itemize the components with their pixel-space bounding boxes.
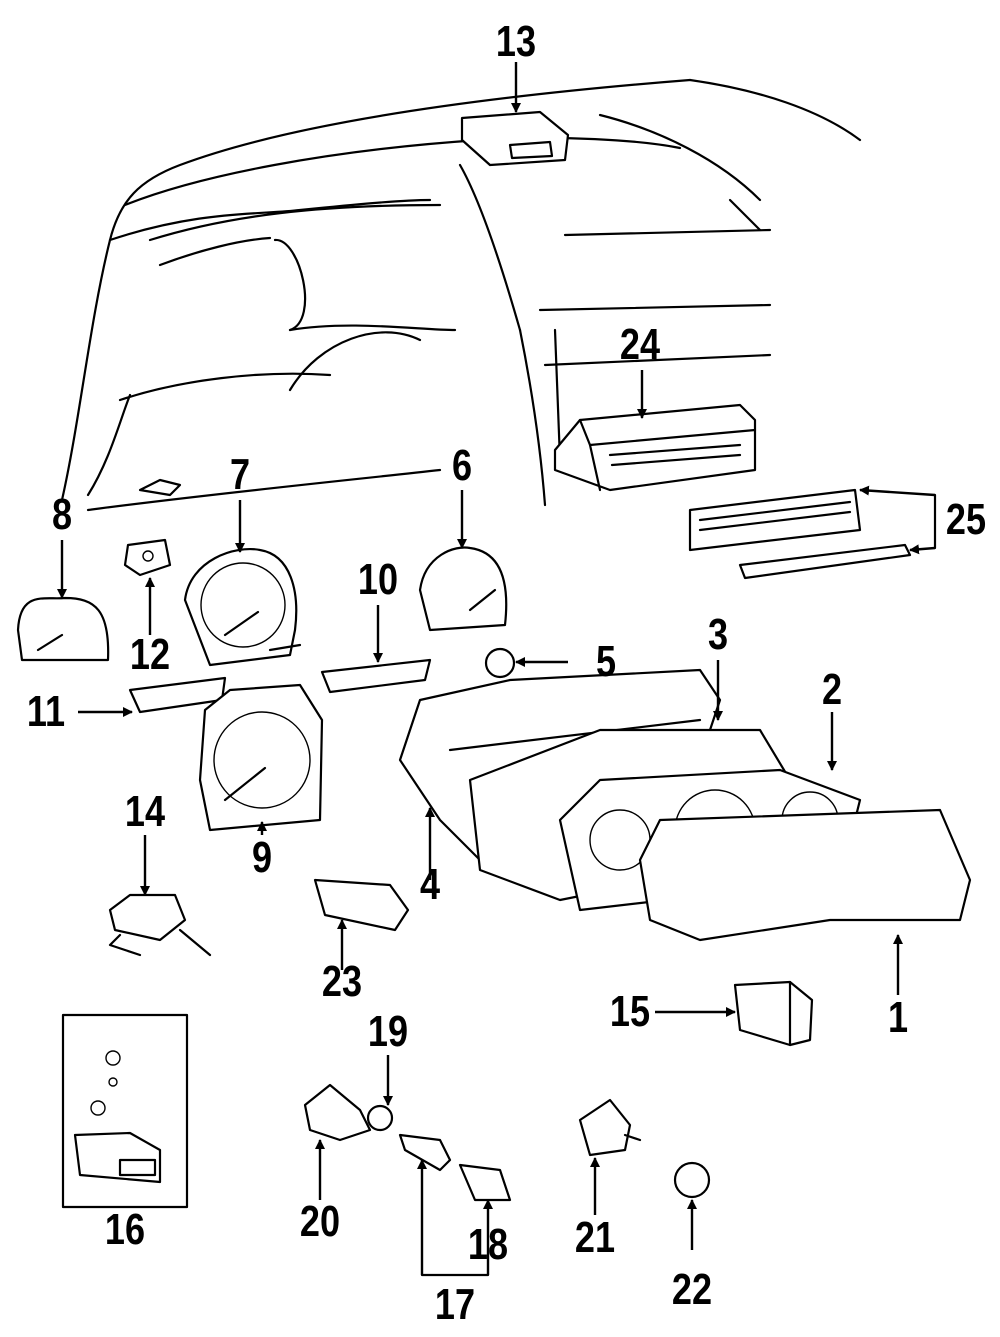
part-7-speedometer-gauge — [183, 500, 302, 667]
callout-9: 9 — [251, 833, 273, 882]
part-23-vent — [313, 878, 410, 970]
part-21-switch — [578, 1098, 642, 1215]
part-9-tachometer — [198, 683, 324, 835]
callout-8: 8 — [51, 490, 73, 539]
callout-6: 6 — [451, 441, 473, 490]
callout-4: 4 — [419, 860, 441, 909]
part-22-knob — [673, 1161, 711, 1250]
part-17-18-lighter — [398, 1133, 512, 1277]
part-25-trim-rails — [688, 485, 937, 580]
callout-19: 19 — [367, 1007, 409, 1056]
part-8-gauge — [16, 540, 110, 662]
callout-16: 16 — [104, 1205, 146, 1254]
callout-12: 12 — [129, 630, 171, 679]
part-5-bulb — [484, 647, 568, 679]
dashboard-panel — [60, 78, 862, 512]
callout-5: 5 — [595, 637, 617, 686]
callout-3: 3 — [707, 610, 729, 659]
callout-21: 21 — [574, 1213, 616, 1262]
callout-11: 11 — [26, 687, 66, 736]
callout-20: 20 — [299, 1197, 341, 1246]
part-11-bracket — [78, 676, 227, 717]
callout-13: 13 — [495, 17, 537, 66]
part-19-20-socket — [303, 1055, 394, 1200]
cluster-assembly — [398, 660, 972, 995]
callout-23: 23 — [321, 957, 363, 1006]
part-14-wiring-connector — [108, 835, 212, 957]
callout-1: 1 — [887, 993, 909, 1042]
part-16-switch-kit — [61, 1013, 189, 1209]
callout-24: 24 — [619, 320, 661, 369]
callout-25: 25 — [945, 495, 987, 544]
part-10-lens-strip — [320, 605, 432, 694]
callout-2: 2 — [821, 665, 843, 714]
callout-10: 10 — [357, 555, 399, 604]
part-24-control-unit — [553, 370, 757, 492]
part-15-switch — [655, 980, 814, 1047]
part-13-defroster-vent — [460, 62, 570, 167]
callout-22: 22 — [671, 1265, 713, 1314]
callout-7: 7 — [229, 450, 251, 499]
part-6-gauge — [418, 490, 508, 632]
callout-18: 18 — [467, 1220, 509, 1269]
callout-17: 17 — [434, 1280, 476, 1329]
callout-15: 15 — [609, 987, 651, 1036]
callout-14: 14 — [124, 787, 166, 836]
part-12-bracket — [123, 538, 172, 635]
